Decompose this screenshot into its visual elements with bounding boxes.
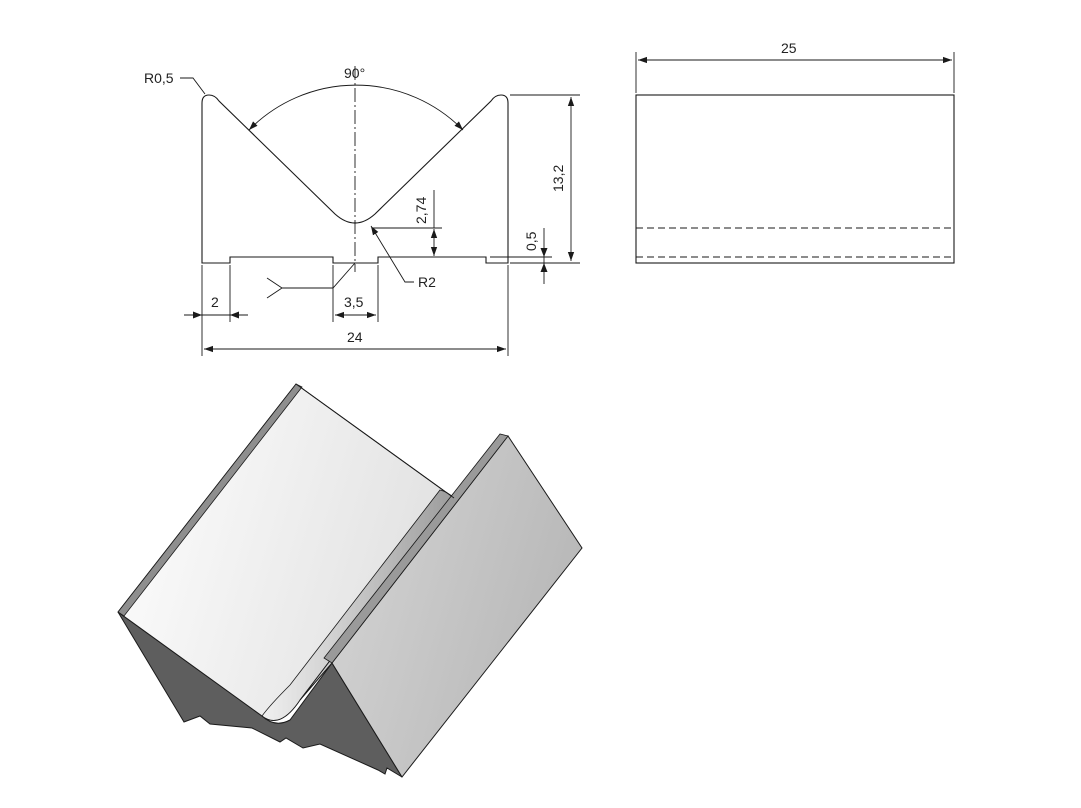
slot-width-label: 3,5 [344, 294, 364, 310]
side-view: 25 [635, 40, 955, 264]
foot-arrow-right [230, 311, 239, 319]
radius-bottom-label: R2 [418, 274, 436, 290]
radius-tip-leader [180, 77, 206, 95]
length-label: 25 [781, 40, 797, 56]
total-width-label: 24 [347, 329, 363, 345]
isometric-view [117, 383, 583, 778]
iso-back-edge [295, 383, 455, 499]
front-view-outline [201, 94, 509, 264]
radius-bottom-leader [370, 225, 414, 283]
groove-depth-label: 2,74 [413, 197, 429, 224]
slot-arrow-top [540, 248, 548, 257]
foot-width-label: 2 [211, 294, 219, 310]
angle-label: 90° [344, 65, 365, 81]
slot-arrow-bottom [540, 263, 548, 272]
slot-depth-label: 0,5 [523, 231, 539, 251]
side-view-outline [635, 94, 955, 264]
radius-tip-label: R0,5 [144, 70, 174, 86]
front-view: R0,5 90° 13,2 2,74 0,5 R2 2 [144, 65, 580, 356]
angle-dimension-arc [248, 84, 464, 131]
foot-arrow-left [193, 311, 202, 319]
iso-left-edge [117, 383, 303, 617]
surface-symbol [266, 262, 356, 299]
height-label: 13,2 [550, 165, 566, 192]
iso-right-ridge [323, 433, 509, 664]
